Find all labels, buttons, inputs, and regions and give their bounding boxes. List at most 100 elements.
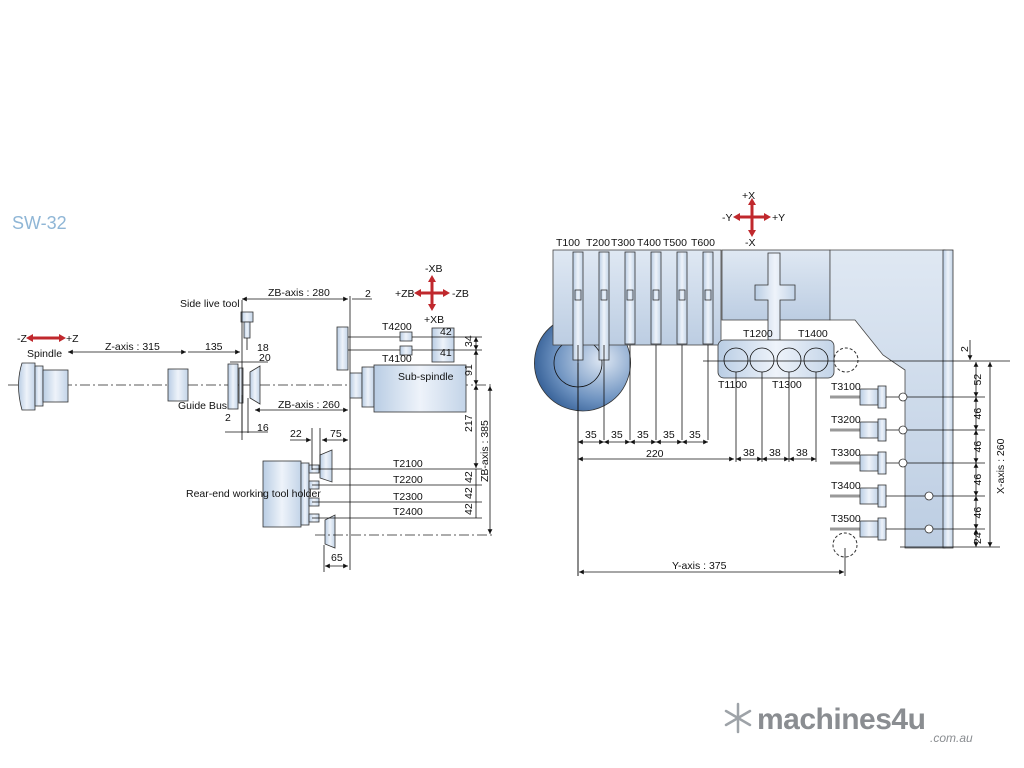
dim-35: 35: [611, 429, 623, 441]
gang-tool-clamp: [652, 289, 660, 301]
side-tool-index-icon: [924, 524, 934, 534]
dim-91: 91: [463, 364, 475, 376]
plus-x-label: +X: [742, 190, 755, 202]
tool-t2200: T2200: [393, 474, 423, 486]
dim-220: 220: [646, 448, 664, 460]
x-step-dim: 24: [972, 532, 984, 544]
minus-y-label: -Y: [722, 212, 733, 224]
gang-tool-label-t400: T400: [637, 237, 661, 249]
side-tool-flange: [877, 484, 887, 508]
tool-t2300: T2300: [393, 491, 423, 503]
x-step-dim: 52: [972, 374, 984, 386]
dim-22: 22: [290, 428, 302, 440]
dim-38: 38: [743, 447, 755, 459]
gang-tool-label-t600: T600: [691, 237, 715, 249]
dim-16: 16: [257, 422, 269, 434]
snowflake-logo-icon: [724, 702, 752, 734]
side-tool-holder: [859, 487, 879, 505]
dim-65: 65: [331, 552, 343, 564]
x-step-dim: 46: [972, 507, 984, 519]
tool-t1200: T1200: [743, 328, 773, 340]
side-tool-flange: [877, 517, 887, 541]
x-axis-dim: X-axis : 260: [995, 438, 1007, 494]
z-axis-arrow-icon: [26, 334, 66, 342]
side-tool-index-icon: [898, 425, 908, 435]
plus-y-label: +Y: [772, 212, 785, 224]
dim-42-3: 42: [463, 503, 475, 515]
cross-tool-block: [717, 339, 835, 379]
dim-20: 20: [259, 352, 271, 364]
side-tool-holder: [859, 388, 879, 406]
guide-bush-body: [167, 368, 189, 402]
gang-tool-label-t100: T100: [556, 237, 580, 249]
gang-tool-label-t500: T500: [663, 237, 687, 249]
side-tool-flange: [877, 418, 887, 442]
zb-axis-385-dim: ZB-axis : 385: [479, 420, 491, 482]
dim-34: 34: [463, 335, 475, 347]
side-tool-label-t3400: T3400: [831, 480, 861, 492]
sub-spindle: [349, 364, 467, 413]
gang-tool-clamp: [574, 289, 582, 301]
dim-2-bottom: 2: [225, 412, 231, 424]
zb-axis-260-dim: ZB-axis : 260: [278, 399, 340, 411]
tool-t1400: T1400: [798, 328, 828, 340]
sub-spindle-label: Sub-spindle: [398, 371, 454, 383]
logo-suffix: .com.au: [930, 731, 973, 745]
x-step-dim: 46: [972, 441, 984, 453]
dim-2-top: 2: [365, 288, 371, 300]
right-plate: [829, 249, 946, 549]
machines4u-logo: machines4u .com.au: [724, 702, 973, 745]
xy-arrow-icon: [733, 198, 771, 237]
side-tool-holder: [859, 454, 879, 472]
spindle-label: Spindle: [27, 348, 62, 360]
side-tool-label-t3200: T3200: [831, 414, 861, 426]
minus-x-label: -X: [745, 237, 756, 249]
dim-75: 75: [330, 428, 342, 440]
page-title: SW-32: [12, 213, 67, 233]
dim-42-2: 42: [463, 487, 475, 499]
minus-xb-label: -XB: [425, 263, 443, 275]
side-tool-index-icon: [898, 458, 908, 468]
zb-axis-280-dim: ZB-axis : 280: [268, 287, 330, 299]
rear-end-holder-label: Rear-end working tool holder: [186, 488, 321, 500]
side-tool-flange: [877, 451, 887, 475]
gang-tool-clamp: [704, 289, 712, 301]
xb-zb-arrow-icon: [414, 275, 450, 311]
side-tool-label-t3300: T3300: [831, 447, 861, 459]
dim-135: 135: [205, 341, 223, 353]
dim-35: 35: [585, 429, 597, 441]
tool-t4200: T4200: [382, 321, 412, 333]
side-tool-holder: [859, 520, 879, 538]
tool-t1300: T1300: [772, 379, 802, 391]
logo-text: machines4u: [757, 703, 925, 736]
y-axis-dim: Y-axis : 375: [672, 560, 727, 572]
gang-tool-shank: [598, 251, 610, 361]
front-tool-plate: [336, 326, 349, 371]
x-step-dim: 46: [972, 474, 984, 486]
dim-41: 41: [440, 347, 452, 359]
dim-38: 38: [769, 447, 781, 459]
dim-2-x: 2: [959, 346, 971, 352]
gang-tool-clamp: [678, 289, 686, 301]
guide-bush-assembly: [227, 363, 261, 433]
dim-35: 35: [637, 429, 649, 441]
dim-217: 217: [463, 414, 475, 432]
plus-zb-label: +ZB: [395, 288, 415, 300]
plus-xb-label: +XB: [424, 314, 444, 326]
plus-z-label: +Z: [66, 333, 79, 345]
tool-t2400: T2400: [393, 506, 423, 518]
dim-35: 35: [689, 429, 701, 441]
dim-18: 18: [257, 342, 269, 354]
side-tool-holder: [859, 421, 879, 439]
dim-42-upper: 42: [440, 326, 452, 338]
side-tool-label-t3500: T3500: [831, 513, 861, 525]
gang-tool-label-t300: T300: [611, 237, 635, 249]
minus-zb-label: -ZB: [452, 288, 469, 300]
